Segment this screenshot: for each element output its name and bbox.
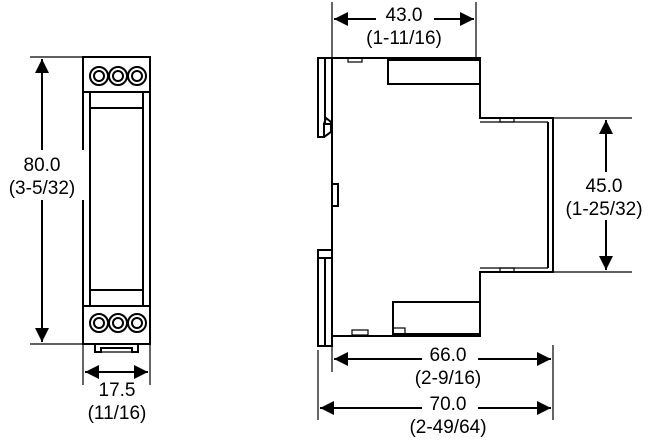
dim-side-top-width-mm: 43.0 [386, 5, 423, 26]
front-body-outline [82, 56, 151, 345]
bottom-terminal-screws [89, 313, 147, 333]
dim-front-height-inch: (3-5/32) [9, 178, 76, 199]
side-bottom-cover [392, 301, 481, 335]
dim-side-body-depth-inch: (2-9/16) [415, 368, 482, 389]
screw-terminal-icon [127, 66, 147, 86]
screw-terminal-icon [127, 313, 147, 333]
front-view: 80.0 (3-5/32) 17.5 (11/16) [0, 56, 151, 424]
din-rail-clip [94, 344, 139, 353]
side-body-outline [331, 57, 554, 337]
screw-terminal-icon [108, 66, 128, 86]
screw-terminal-icon [108, 313, 128, 333]
dim-side-right-height-inch: (1-25/32) [565, 199, 642, 220]
dim-front-width-mm: 17.5 [99, 380, 136, 401]
dim-front-width-inch: (11/16) [88, 403, 147, 424]
side-top-cover [387, 59, 481, 85]
dim-side-total-depth-mm: 70.0 [430, 394, 467, 415]
side-view: 43.0 (1-11/16) 45.0 (1-25/32) 66.0 (2-9/… [317, 2, 650, 438]
din-clip-lower [317, 249, 333, 347]
dim-front-height-mm: 80.0 [24, 155, 61, 176]
dim-side-top-width-inch: (1-11/16) [366, 28, 442, 49]
top-terminal-screws [89, 66, 147, 86]
screw-terminal-icon [89, 66, 109, 86]
dim-side-total-depth-inch: (2-49/64) [409, 417, 486, 438]
din-rail-notch [331, 183, 339, 207]
dim-side-body-depth-mm: 66.0 [430, 345, 467, 366]
dim-side-right-height-mm: 45.0 [586, 176, 623, 197]
screw-terminal-icon [89, 313, 109, 333]
